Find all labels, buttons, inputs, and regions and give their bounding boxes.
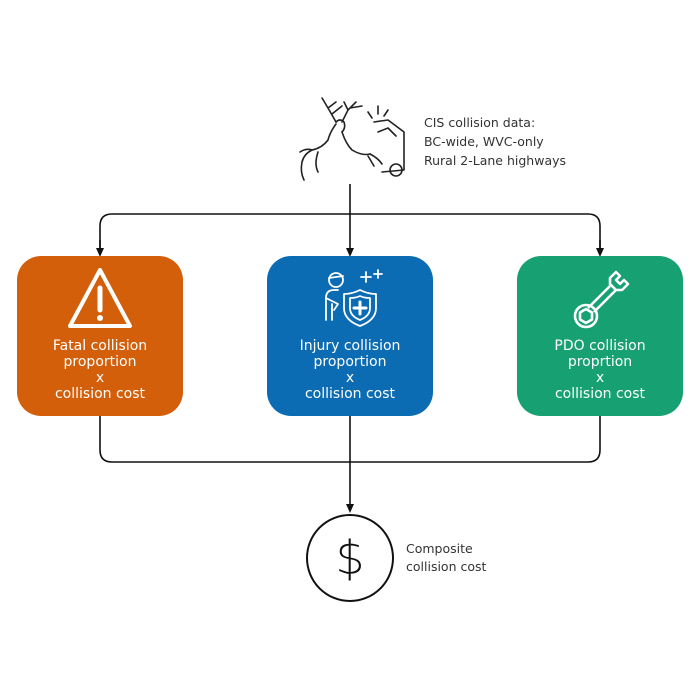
injury-collision-label: Injury collision proportion x collision …: [267, 338, 433, 402]
wrench-icon: [573, 270, 630, 329]
fatal-collision-label: Fatal collision proportion x collision c…: [17, 338, 183, 402]
source-description: CIS collision data: BC-wide, WVC-only Ru…: [424, 113, 566, 170]
fatal-label-line-2: proportion: [63, 354, 137, 370]
injury-label-line-1: Injury collision: [299, 338, 401, 354]
result-line-1: Composite: [406, 541, 473, 556]
result-line-2: collision cost: [406, 559, 487, 574]
fatal-label-line-3: x: [95, 370, 105, 386]
fatal-collision-box: Fatal collision proportion x collision c…: [17, 256, 183, 416]
pdo-label-line-1: PDO collision: [554, 338, 646, 354]
injured-person-shield-icon: [325, 269, 383, 327]
dollar-circle-icon: $: [306, 514, 394, 602]
source-line-1: CIS collision data:: [424, 115, 536, 130]
pdo-label-line-2: proprtion: [567, 354, 633, 370]
injury-collision-box: Injury collision proportion x collision …: [267, 256, 433, 416]
pdo-collision-box: PDO collision proprtion x collision cost: [517, 256, 683, 416]
injury-label-line-4: collision cost: [304, 386, 396, 402]
fatal-label-line-1: Fatal collision: [52, 338, 148, 354]
svg-text:$: $: [335, 531, 364, 585]
source-line-3: Rural 2-Lane highways: [424, 153, 567, 168]
injury-label-line-2: proportion: [313, 354, 387, 370]
pdo-label-line-3: x: [595, 370, 605, 386]
deer-vehicle-collision-icon: [299, 97, 405, 181]
fatal-label-line-4: collision cost: [54, 386, 146, 402]
warning-triangle-icon: [68, 268, 132, 328]
pdo-collision-label: PDO collision proprtion x collision cost: [517, 338, 683, 402]
injury-label-line-3: x: [345, 370, 355, 386]
source-line-2: BC-wide, WVC-only: [424, 134, 544, 149]
result-description: Composite collision cost: [406, 540, 486, 576]
pdo-label-line-4: collision cost: [554, 386, 646, 402]
